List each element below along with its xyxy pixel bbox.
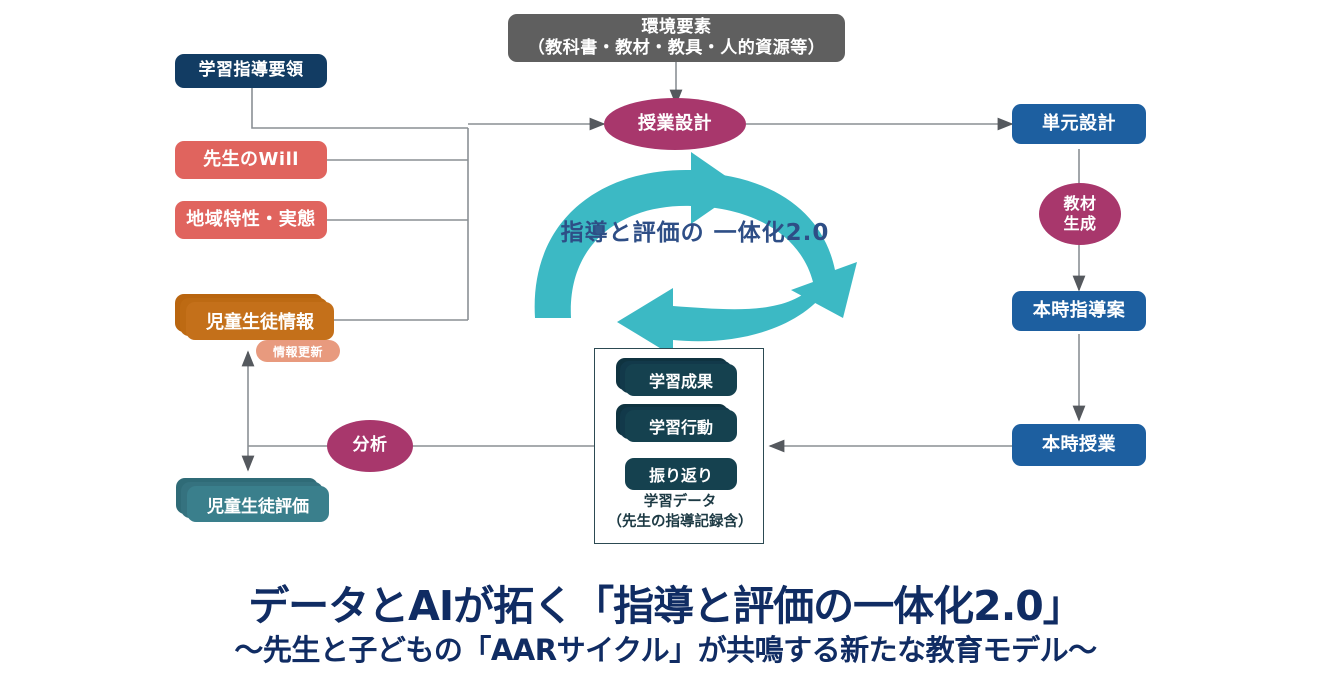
- node-unit-design[interactable]: 単元設計: [1012, 104, 1146, 144]
- node-student-evaluation[interactable]: 児童生徒評価: [176, 478, 334, 524]
- node-material-generation[interactable]: 教材 生成: [1039, 183, 1121, 245]
- learning-data-caption: 学習データ （先生の指導記録含）: [607, 494, 753, 530]
- page-title: データとAIが拓く「指導と評価の一体化2.0」: [248, 582, 1084, 630]
- page-subtitle: 〜先生と子どもの「AARサイクル」が共鳴する新たな教育モデル〜: [234, 633, 1097, 667]
- learning-data-item-0[interactable]: 学習成果: [616, 358, 742, 398]
- node-teacher-will[interactable]: 先生のWill: [175, 141, 327, 179]
- connector-layer: [241, 62, 1086, 472]
- node-lesson-plan[interactable]: 本時指導案: [1012, 291, 1146, 331]
- cycle-label: 指導と評価の 一体化2.0: [560, 220, 830, 246]
- item-label: 学習行動: [625, 410, 737, 442]
- node-analysis[interactable]: 分析: [327, 420, 413, 472]
- node-regional-traits[interactable]: 地域特性・実態: [175, 201, 327, 239]
- learning-data-item-1[interactable]: 学習行動: [616, 404, 742, 444]
- badge-info-update: 情報更新: [256, 340, 340, 362]
- node-student-info[interactable]: 児童生徒情報: [175, 294, 337, 340]
- node-lesson[interactable]: 本時授業: [1012, 424, 1146, 466]
- item-label: 学習成果: [625, 364, 737, 396]
- student-info-label: 児童生徒情報: [186, 302, 334, 340]
- student-evaluation-label: 児童生徒評価: [187, 486, 329, 522]
- node-curriculum-guideline[interactable]: 学習指導要領: [175, 54, 327, 88]
- integration-cycle-icon: [534, 152, 857, 350]
- item-label: 振り返り: [625, 458, 737, 490]
- node-lesson-design[interactable]: 授業設計: [604, 98, 746, 150]
- node-environment[interactable]: 環境要素 （教科書・教材・教具・人的資源等）: [508, 14, 845, 62]
- learning-data-item-2[interactable]: 振り返り: [616, 452, 742, 492]
